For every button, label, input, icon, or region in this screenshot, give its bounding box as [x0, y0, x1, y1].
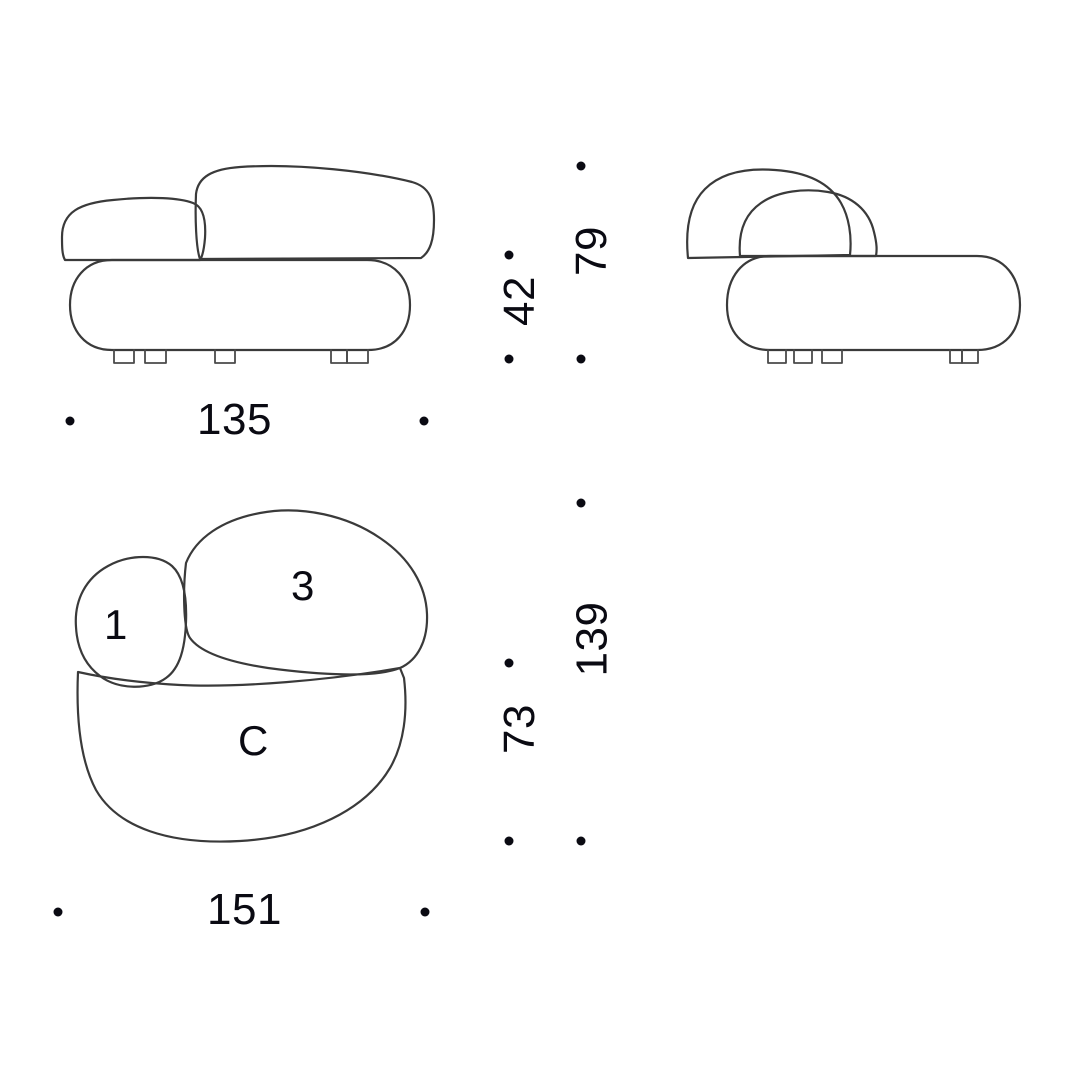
plan-label-cushion-3: 3 — [291, 562, 315, 609]
plan-seat-outline — [76, 666, 407, 843]
dimension-label-width-front: 135 — [197, 395, 272, 444]
front-elevation-group — [60, 164, 436, 364]
front-elevation-legs — [113, 349, 369, 364]
side-elevation-group — [686, 168, 1022, 364]
tick-dot-151-right — [420, 907, 430, 917]
plan-label-cushion-1: 1 — [104, 601, 128, 648]
tick-dot-73-bottom — [504, 836, 514, 846]
front-elevation-backrest — [194, 164, 436, 261]
tick-dot-135-left — [65, 416, 75, 426]
side-elevation-base — [725, 254, 1022, 352]
tick-dot-79-top — [576, 161, 586, 171]
tick-dot-42-top — [504, 250, 514, 260]
front-elevation-armrest — [60, 196, 207, 262]
side-elevation-back-cushion-front — [738, 189, 878, 258]
dimension-label-depth-total: 151 — [207, 885, 282, 934]
tick-dot-42-bottom — [504, 354, 514, 364]
dimension-label-depth-seat: 73 — [495, 704, 544, 754]
tick-dot-135-right — [419, 416, 429, 426]
tick-dot-151-left — [53, 907, 63, 917]
plan-cushion-1 — [74, 556, 188, 688]
front-elevation-base — [68, 258, 412, 352]
side-elevation-legs — [767, 349, 979, 364]
dimension-label-height-total: 79 — [567, 226, 616, 276]
plan-label-cushion-seat: C — [238, 717, 269, 764]
plan-view-group — [74, 509, 429, 843]
dimension-label-height-seat: 42 — [495, 276, 544, 326]
tick-dot-139-bottom — [576, 836, 586, 846]
tick-dot-73-top — [504, 658, 514, 668]
dimension-tick-dots — [53, 161, 586, 917]
tick-dot-139-top — [576, 498, 586, 508]
dimension-label-depth-overall: 139 — [567, 601, 617, 677]
tick-dot-79-bottom — [576, 354, 586, 364]
side-elevation-back-cushion-rear — [686, 168, 852, 260]
plan-cushion-3 — [183, 509, 429, 676]
